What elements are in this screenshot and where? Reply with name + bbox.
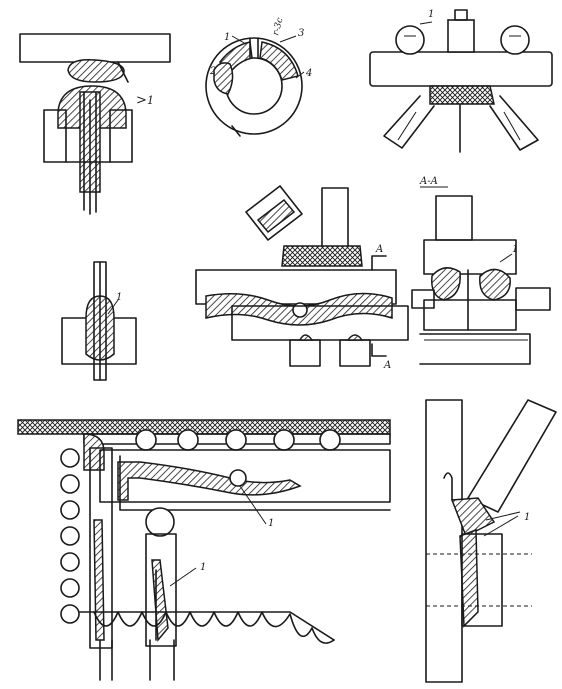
panel-b-label-2: 2 xyxy=(209,66,216,77)
panel-b-ring-section: 1 2 3 4 r-3c xyxy=(205,17,312,137)
panel-c-label-1: 1 xyxy=(428,9,434,20)
panel-f-section-title: A-A xyxy=(419,176,438,187)
panel-g-label-1a: 1 xyxy=(268,518,274,529)
panel-h-label-1: 1 xyxy=(524,512,530,523)
panel-b-label-4: 4 xyxy=(305,68,312,79)
panel-d-label-1: 1 xyxy=(116,292,122,303)
panel-e-section-mark-top: A xyxy=(375,244,383,255)
panel-d-rod-block: 1 xyxy=(61,261,137,381)
panel-g-ball-assembly: 1 1 xyxy=(17,419,391,681)
panel-f-section-aa: A-A 1 xyxy=(411,176,551,365)
panel-a-rod-weld: > 1 xyxy=(19,33,171,215)
panel-a-marker: > xyxy=(136,93,147,108)
panel-h-angled-strut: 1 xyxy=(425,399,557,683)
panel-b-dimension: r-3c xyxy=(271,17,285,37)
panel-e-plate-assembly: A A xyxy=(195,185,409,371)
panel-f-label-1: 1 xyxy=(512,244,518,255)
panel-a-marker-number: 1 xyxy=(147,94,154,107)
panel-b-label-1: 1 xyxy=(224,32,230,43)
panel-c-gauge-beam: 1 xyxy=(369,9,553,153)
panel-e-section-mark-bottom: A xyxy=(383,360,391,371)
panel-g-label-1b: 1 xyxy=(200,562,206,573)
panel-b-label-3: 3 xyxy=(298,28,304,39)
